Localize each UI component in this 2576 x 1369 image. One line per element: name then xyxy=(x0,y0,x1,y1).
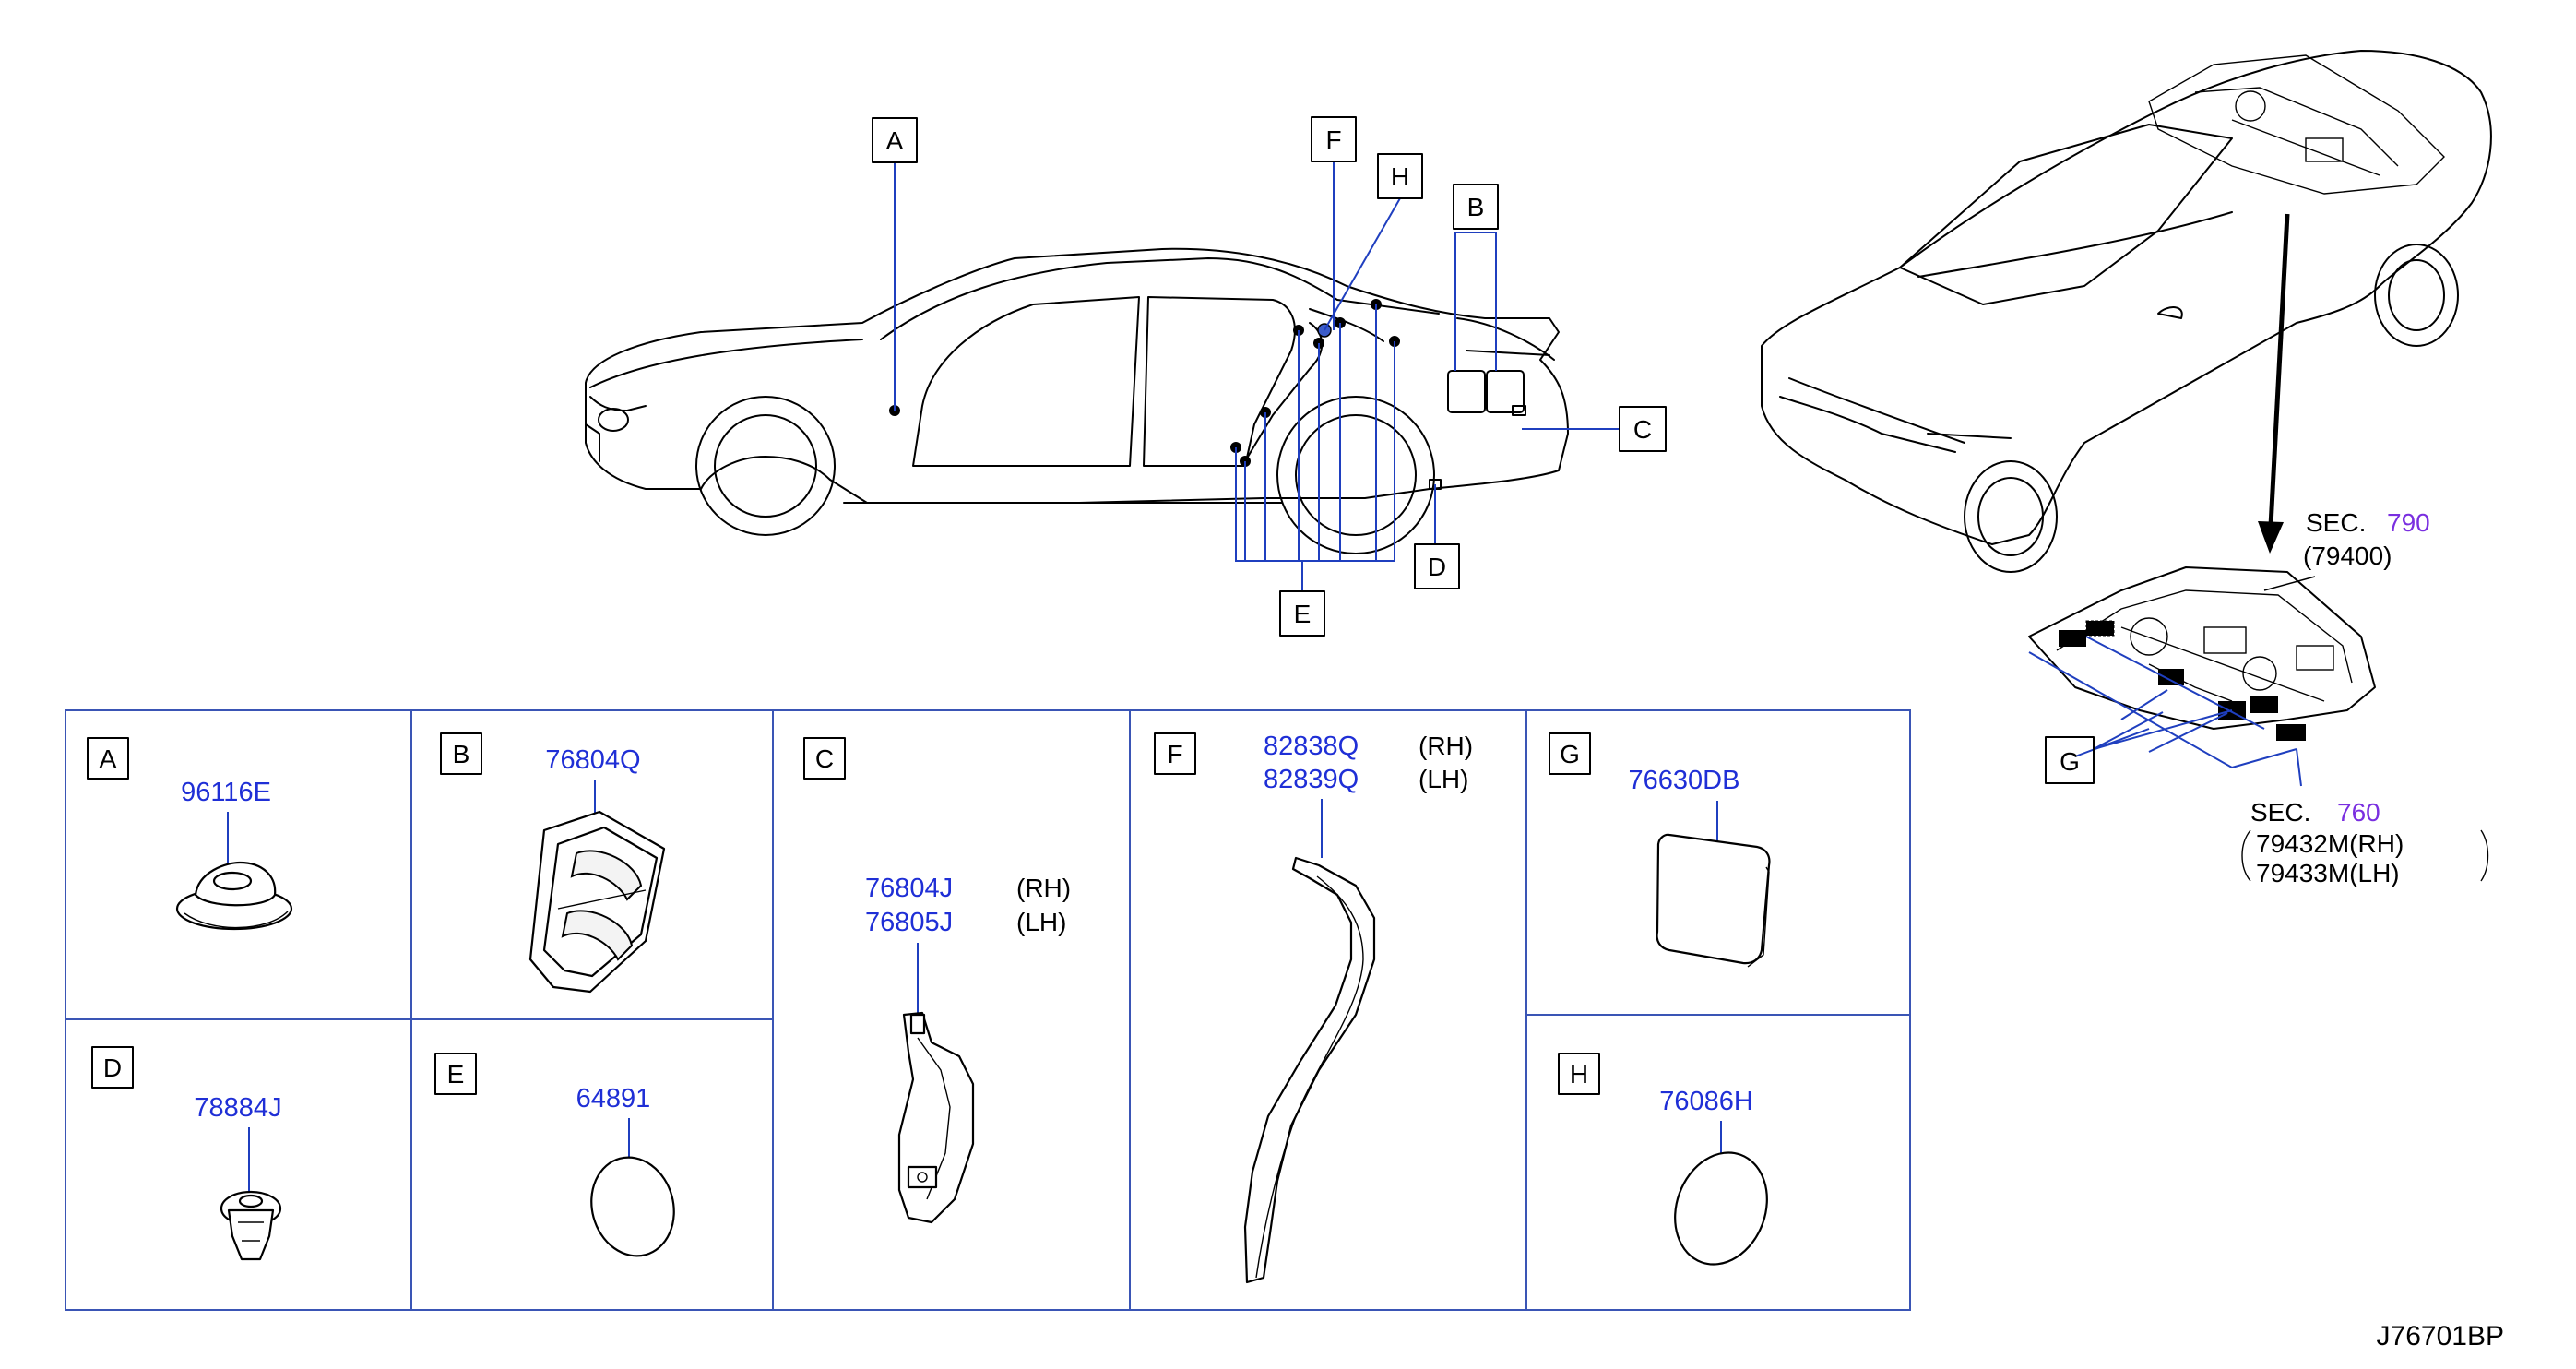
part-number-F-rh: 82838Q xyxy=(1264,732,1359,761)
svg-text:SEC.: SEC. xyxy=(2250,798,2310,827)
svg-text:G: G xyxy=(2060,747,2080,776)
svg-text:D: D xyxy=(1428,553,1446,581)
cell-G: G 76630DB xyxy=(1549,732,1771,968)
svg-text:F: F xyxy=(1167,740,1182,768)
callout-H: H xyxy=(1377,153,1423,199)
diagram-code: J76701BP xyxy=(2377,1321,2504,1351)
parts-grid xyxy=(65,709,1911,1311)
svg-text:D: D xyxy=(103,1054,122,1082)
callout-F: F xyxy=(1311,116,1357,162)
svg-text:(RH): (RH) xyxy=(1016,874,1071,902)
grommet-part-A xyxy=(175,861,293,931)
leaders-G xyxy=(2028,636,2302,787)
part-number-A: 96116E xyxy=(181,778,271,807)
svg-text:SEC.: SEC. xyxy=(2306,508,2366,537)
svg-text:(LH): (LH) xyxy=(1016,908,1066,936)
cell-H: H 76086H xyxy=(1558,1053,1768,1266)
cell-A: A 96116E xyxy=(87,737,293,931)
svg-text:B: B xyxy=(1467,193,1485,221)
cell-F: F 82838Q (RH) 82839Q (LH) xyxy=(1154,732,1473,1284)
svg-text:760: 760 xyxy=(2337,798,2380,827)
plug-part-H xyxy=(1674,1151,1768,1266)
svg-text:G: G xyxy=(1560,740,1580,768)
callout-C: C xyxy=(1619,406,1667,452)
part-number-D: 78884J xyxy=(194,1093,281,1123)
callout-B: B xyxy=(1453,184,1499,230)
part-number-C-lh: 76805J xyxy=(865,908,953,937)
svg-text:H: H xyxy=(1570,1060,1588,1089)
part-number-C-rh: 76804J xyxy=(865,874,953,903)
callout-E: E xyxy=(1279,590,1325,637)
clip-part-D xyxy=(220,1190,282,1261)
cell-D: D 78884J xyxy=(91,1046,282,1261)
part-number-H: 76086H xyxy=(1659,1087,1753,1116)
svg-text:(LH): (LH) xyxy=(1419,765,1468,793)
svg-text:B: B xyxy=(453,740,470,768)
callout-A: A xyxy=(872,117,918,163)
view-arrow xyxy=(2258,213,2290,554)
svg-text:A: A xyxy=(886,126,904,155)
section-ref-760: SEC. 760 79432M(RH) 79433M(LH) xyxy=(2241,798,2489,887)
cell-E: E 64891 xyxy=(434,1053,675,1257)
svg-text:(79400): (79400) xyxy=(2303,542,2392,570)
pad-part-G xyxy=(1656,833,1771,968)
svg-text:A: A xyxy=(100,744,117,773)
part-number-B: 76804Q xyxy=(545,745,640,775)
parcel-shelf-detail xyxy=(2028,566,2376,741)
svg-text:E: E xyxy=(447,1060,465,1089)
vent-part-B xyxy=(528,810,666,994)
svg-text:C: C xyxy=(1633,415,1652,444)
svg-text:H: H xyxy=(1391,162,1409,191)
callout-D: D xyxy=(1414,543,1460,589)
cell-C: C 76804J (RH) 76805J (LH) xyxy=(803,737,1071,1224)
perspective-view-car xyxy=(1761,50,2492,573)
part-number-G: 76630DB xyxy=(1629,766,1740,795)
bracket-part-C xyxy=(897,1011,975,1224)
cell-B: B 76804Q xyxy=(440,732,666,994)
svg-text:C: C xyxy=(815,744,834,773)
plug-part-E xyxy=(590,1156,675,1257)
svg-text:79432M(RH): 79432M(RH) xyxy=(2256,829,2404,858)
svg-text:79433M(LH): 79433M(LH) xyxy=(2256,859,2400,887)
callout-G: G xyxy=(2045,736,2095,784)
part-number-F-lh: 82839Q xyxy=(1264,765,1359,794)
svg-text:F: F xyxy=(1325,125,1341,154)
seal-part-F xyxy=(1243,856,1376,1284)
part-number-E: 64891 xyxy=(576,1084,651,1113)
svg-text:E: E xyxy=(1294,600,1312,628)
side-view-car xyxy=(585,247,1569,554)
section-ref-790: SEC. 790 (79400) xyxy=(2263,508,2430,591)
svg-text:790: 790 xyxy=(2387,508,2430,537)
svg-text:(RH): (RH) xyxy=(1419,732,1473,760)
side-view-leaders xyxy=(894,161,1619,590)
